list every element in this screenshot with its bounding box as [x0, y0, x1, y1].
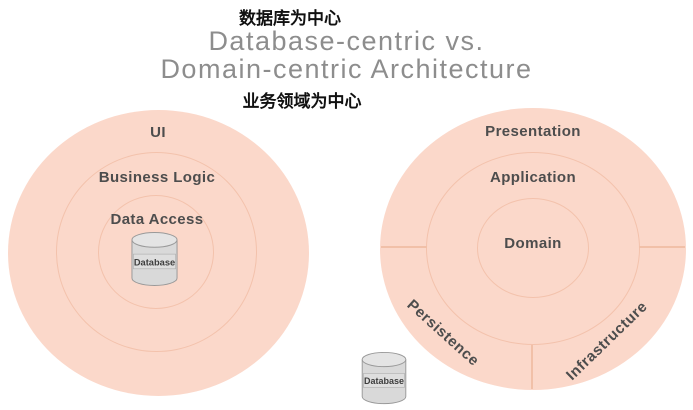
title-line-2: Domain-centric Architecture: [160, 54, 533, 84]
layer-label-ui: UI: [150, 124, 166, 141]
ring-application: [426, 152, 640, 345]
ring-domain: [477, 198, 589, 298]
layer-label-data-access: Data Access: [110, 211, 204, 228]
segment-divider-bottom: [531, 345, 533, 389]
database-icon-left-label: Database: [134, 257, 175, 267]
layer-label-application: Application: [489, 169, 577, 186]
layer-label-domain: Domain: [504, 235, 562, 252]
page-title: Database-centric vs. Domain-centric Arch…: [0, 27, 693, 83]
segment-divider-right: [639, 246, 685, 248]
caption-database-centric: 数据库为中心: [239, 9, 341, 29]
database-icon-right-label: Database: [364, 376, 404, 386]
database-icon-right: Database: [361, 351, 407, 405]
layer-label-presentation: Presentation: [485, 123, 581, 140]
layer-label-business-logic: Business Logic: [98, 169, 216, 186]
ring-data-access: [98, 195, 214, 309]
database-icon-left: Database: [131, 232, 178, 286]
title-line-1: Database-centric vs.: [208, 26, 485, 56]
segment-divider-left: [381, 246, 427, 248]
caption-domain-centric: 业务领域为中心: [242, 92, 362, 112]
